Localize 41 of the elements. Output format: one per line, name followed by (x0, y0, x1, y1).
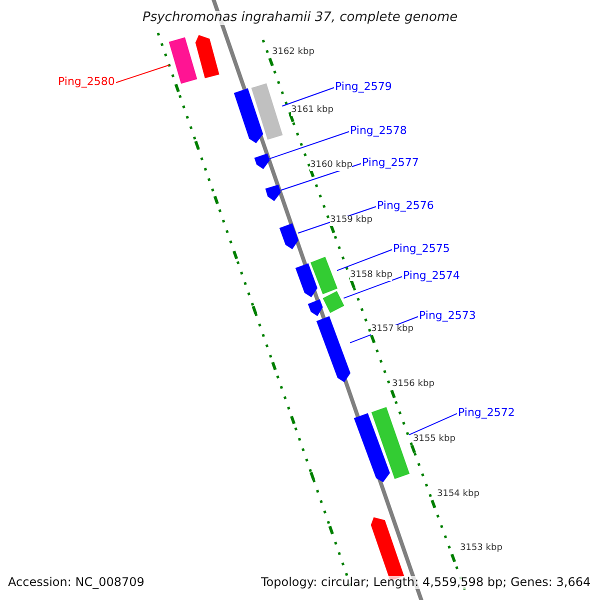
gene-block (251, 83, 283, 140)
gene-feature (265, 184, 281, 202)
gene-label: Ping_2574 (403, 270, 460, 282)
gene-block (371, 406, 410, 480)
gene-feature (254, 153, 270, 170)
tick-label: 3155 kbp (413, 435, 456, 445)
tick-label: 3156 kbp (392, 380, 434, 390)
diagram-title: Psychromonas ingrahamii 37, complete genome (142, 11, 458, 26)
gene-feature (308, 299, 323, 316)
gene-label: Ping_2577 (362, 157, 419, 170)
gene-block (322, 291, 344, 313)
leader-line (343, 276, 402, 299)
gene-label: Ping_2575 (393, 243, 450, 256)
gene-label: Ping_2579 (335, 81, 392, 94)
tick-label: 3154 kbp (437, 490, 480, 500)
gene-block (168, 37, 198, 84)
leader-line (116, 64, 170, 84)
tick-label: 3162 kbp (272, 48, 314, 58)
gene-feature (195, 35, 220, 78)
tick-label: 3157 kbp (371, 325, 414, 335)
tick-label: 3158 kbp (350, 271, 392, 281)
leader-line (282, 87, 334, 107)
tick-label: 3153 kbp (460, 544, 502, 554)
gene-feature (279, 223, 299, 250)
gene-feature (354, 413, 390, 482)
footer-note: Topology: circular; Length: 4,559,598 bp; Genes: 3,664 (261, 576, 591, 589)
gene-feature (234, 88, 264, 144)
tick-label: 3160 kbp (310, 161, 352, 171)
gene-feature (316, 316, 350, 382)
footer-note: Accession: NC_008709 (8, 576, 144, 589)
gene-label: Ping_2572 (458, 407, 515, 420)
leader-line (336, 249, 392, 272)
leader-line (408, 413, 458, 436)
gene-feature (295, 263, 318, 298)
gene-label: Ping_2580 (58, 76, 115, 88)
gene-label: Ping_2578 (350, 125, 407, 138)
leader-line (268, 131, 350, 160)
tick-label: 3159 kbp (330, 216, 372, 226)
gene-label: Ping_2573 (419, 310, 476, 322)
tick-label: 3161 kbp (291, 106, 334, 116)
gene-label: Ping_2576 (377, 200, 434, 212)
